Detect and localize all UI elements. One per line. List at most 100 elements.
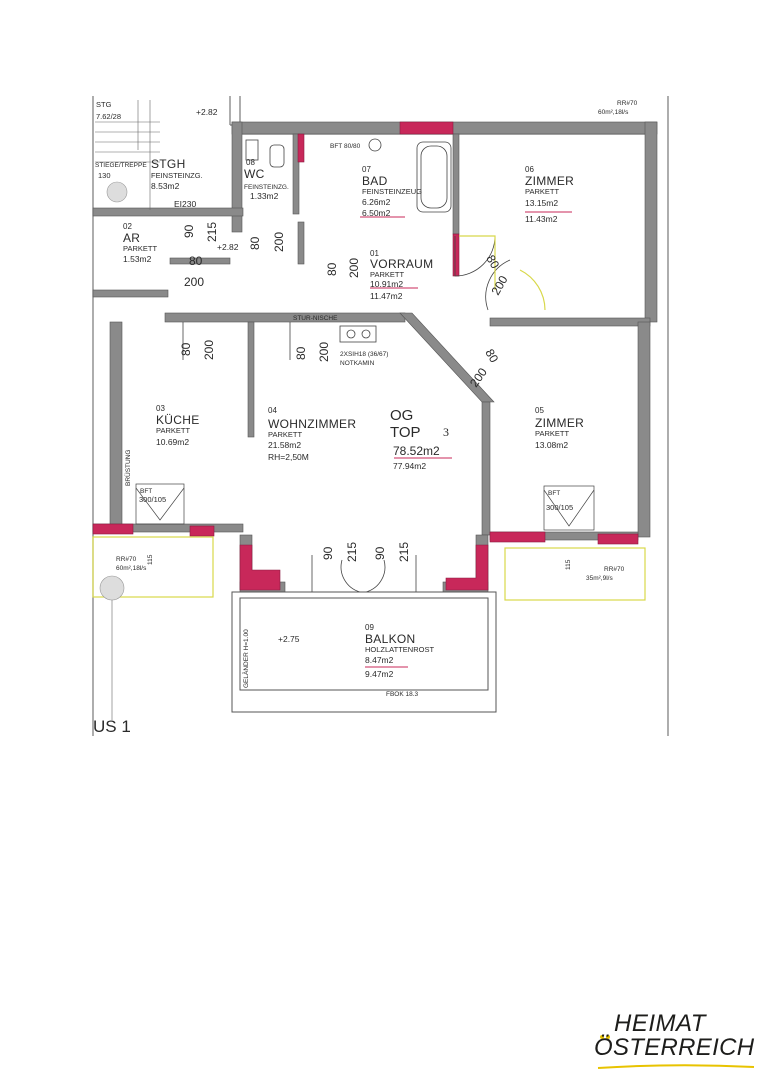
top-level: OG [390,407,413,424]
dim-200-b: 200 [184,275,204,289]
red-walls [92,121,639,591]
stur-label: STUR-NISCHE [293,315,338,322]
vorraum-name: VORRAUM [370,257,433,271]
logo-dots [600,1026,612,1039]
kamin-label: 2XSIH18 (36/67) [340,351,388,358]
dim-215-h: 215 [345,542,359,562]
logo-swoosh [597,1064,755,1069]
wc-floor: FEINSTEINZG. [244,184,289,191]
stgh-floor: FEINSTEINZG. [151,171,203,180]
balkon-gelaender: GELÄNDER H=1.00 [242,629,250,688]
top-number: 3 [443,425,449,439]
level-upper: +2.82 [196,107,218,117]
rr-right-value: 35m²,9l/s [586,575,613,582]
zimmer05-area: 13.08m2 [535,440,568,450]
wc-name: WC [244,167,265,181]
zimmer06-area: 13.15m2 [525,198,558,208]
balkon-floor: HOLZLATTENROST [365,645,434,654]
bft-kueche [135,483,185,525]
brand-logo: HEIMAT ÖSTERREICH [594,1010,759,1072]
balkon-name: BALKON [365,632,416,646]
top-area-old: 77.94m2 [393,461,426,471]
stair-value: 7.62/28 [96,112,121,121]
rr-right-label: RR#70 [604,566,625,573]
balkon-id: 09 [365,623,374,632]
rr-top-label: RR#70 [617,100,638,107]
door-swings [182,138,511,593]
stgh-area: 8.53m2 [151,181,180,191]
zimmer06-id: 06 [525,165,534,174]
dim-80-e: 80 [179,342,193,356]
dimension-labels: 90 215 80 200 80 200 80 200 80 200 80 20… [179,222,511,562]
bad-id: 07 [362,165,371,174]
dim-200-d: 200 [488,273,510,298]
bad-area-old: 6.50m2 [362,208,391,218]
bft-kueche-value: 300/105 [139,495,166,504]
stair-treppe: STIEGE/TREPPE [95,162,147,169]
wohnzimmer-floor: PARKETT [268,430,302,439]
kamin-label2: NOTKAMIN [340,360,375,367]
kueche-floor: PARKETT [156,426,190,435]
bft-kueche-label: BFT [140,488,152,495]
wohnzimmer-id: 04 [268,406,277,415]
stair-hatch [95,100,160,720]
balkon-area-old: 9.47m2 [365,669,394,679]
vorraum-area-old: 11.47m2 [370,291,403,301]
vorraum-floor: PARKETT [370,270,404,279]
wc-id: 08 [246,158,255,167]
zimmer05-name: ZIMMER [535,416,584,430]
area-underlines [360,211,572,668]
kueche-name: KÜCHE [156,413,200,427]
e1230-label: EI230 [174,199,196,209]
bft-zimmer [543,485,595,531]
sill-115-left: 115 [147,554,154,565]
top-area: 78.52m2 [393,444,440,458]
zimmer06-name: ZIMMER [525,174,574,188]
logo-line2: ÖSTERREICH [594,1034,755,1061]
bad-bft: BFT 80/80 [330,143,361,150]
zimmer05-id: 05 [535,406,544,415]
wc-area: 1.33m2 [250,191,279,201]
terrace-outlines [92,235,646,601]
balkon-sill: FBOK 18.3 [386,691,419,698]
dim-80-c: 80 [325,262,339,276]
kueche-id: 03 [156,404,165,413]
stair-label: STG [96,100,112,109]
dim-80-f: 80 [294,346,308,360]
dim-80-d: 80 [483,253,502,272]
sill-115-right: 115 [565,559,572,570]
level-balcony: +2.75 [278,634,300,644]
wohnzimmer-height: RH=2,50M [268,452,309,462]
logo-line1: HEIMAT [614,1010,706,1037]
stgh-name: STGH [151,157,186,171]
ar-area: 1.53m2 [123,254,152,264]
bft-zimmer-value: 300/105 [546,503,573,512]
dim-90-h: 90 [321,546,335,560]
dim-80-a: 80 [248,236,262,250]
zimmer06-area-old: 11.43m2 [525,214,558,224]
top-label: TOP [390,424,421,441]
balcony-outline [231,591,497,713]
dim-80-g: 80 [482,347,501,366]
dim-90-a: 90 [182,224,196,238]
dim-215-i: 215 [397,542,411,562]
dim-200-a: 200 [272,232,286,252]
wohnzimmer-name: WOHNZIMMER [268,417,356,431]
ar-id: 02 [123,222,132,231]
rr-left-value: 60m²,18l/s [116,565,147,572]
bad-floor: FEINSTEINZEUG [362,187,422,196]
rr-top-value: 60m²,18l/s [598,109,629,116]
kueche-area: 10.69m2 [156,437,189,447]
vorraum-area: 10.91m2 [370,279,403,289]
bft-zimmer-label: BFT [548,490,560,497]
dim-200-e: 200 [202,340,216,360]
bad-name: BAD [362,174,388,188]
stair-treppe-value: 130 [98,171,111,180]
zimmer06-floor: PARKETT [525,187,559,196]
zimmer05-floor: PARKETT [535,429,569,438]
dim-80-b: 80 [189,254,203,268]
level-lower: +2.82 [217,242,239,252]
vorraum-id: 01 [370,249,379,258]
rr-left-label: RR#70 [116,556,137,563]
